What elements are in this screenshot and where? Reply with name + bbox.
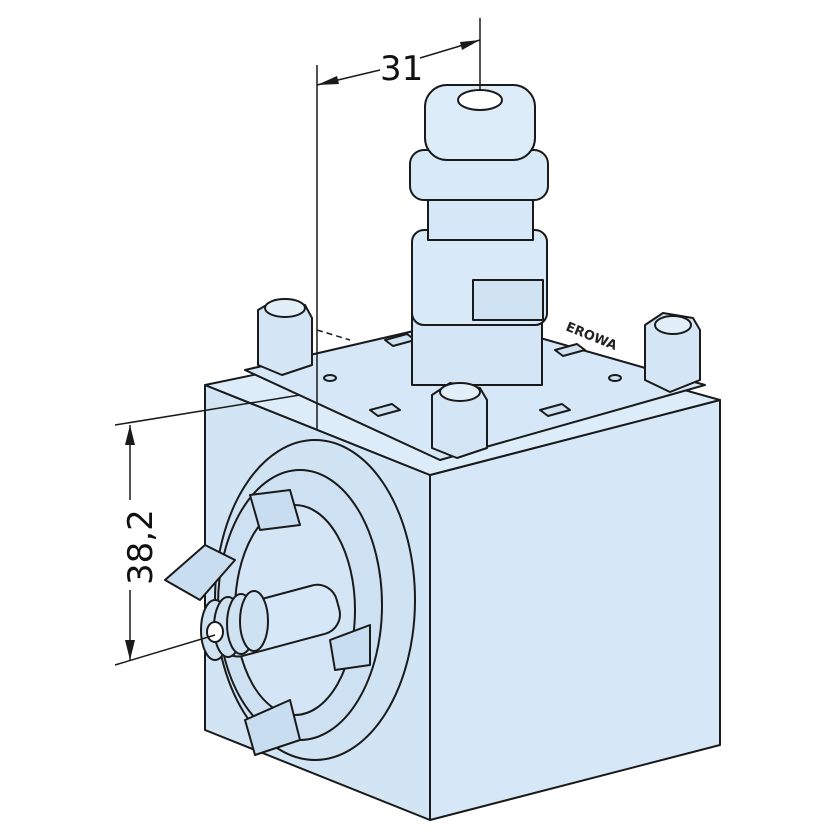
hex-socket-icon — [457, 89, 503, 111]
plate-hole — [323, 374, 337, 382]
clamping-lug — [164, 544, 236, 601]
plate-slot — [369, 403, 401, 417]
extension-line — [114, 394, 301, 426]
shaft-center-hole — [206, 621, 224, 643]
clamping-lug — [244, 699, 301, 756]
thread-ring — [239, 590, 269, 652]
clamping-lug — [249, 489, 301, 531]
hex-screw-right — [644, 312, 701, 393]
hidden-line — [316, 329, 351, 341]
plate-slot — [539, 403, 571, 417]
hex-screw-top — [264, 298, 306, 318]
dimension-height-label: 38,2 — [121, 509, 161, 585]
arrowhead-icon — [317, 76, 339, 85]
extension-line — [114, 634, 216, 666]
dimension-arrows — [125, 40, 480, 660]
hex-screw-top — [439, 382, 481, 402]
arrowhead-icon — [125, 425, 135, 445]
pull-stud-flat — [472, 279, 544, 321]
hex-screw-body — [644, 312, 701, 393]
plate-slot — [554, 343, 586, 357]
arrowhead-icon — [125, 640, 135, 660]
hex-screw-left — [257, 298, 313, 376]
pull-stud-neck — [427, 194, 534, 241]
clamping-lug — [329, 624, 371, 671]
dimension-width-label: 31 — [380, 49, 423, 89]
hex-screw-center — [431, 382, 488, 459]
hex-screw-top — [654, 315, 692, 335]
arrowhead-icon — [460, 40, 480, 50]
plate-hole — [608, 374, 622, 382]
